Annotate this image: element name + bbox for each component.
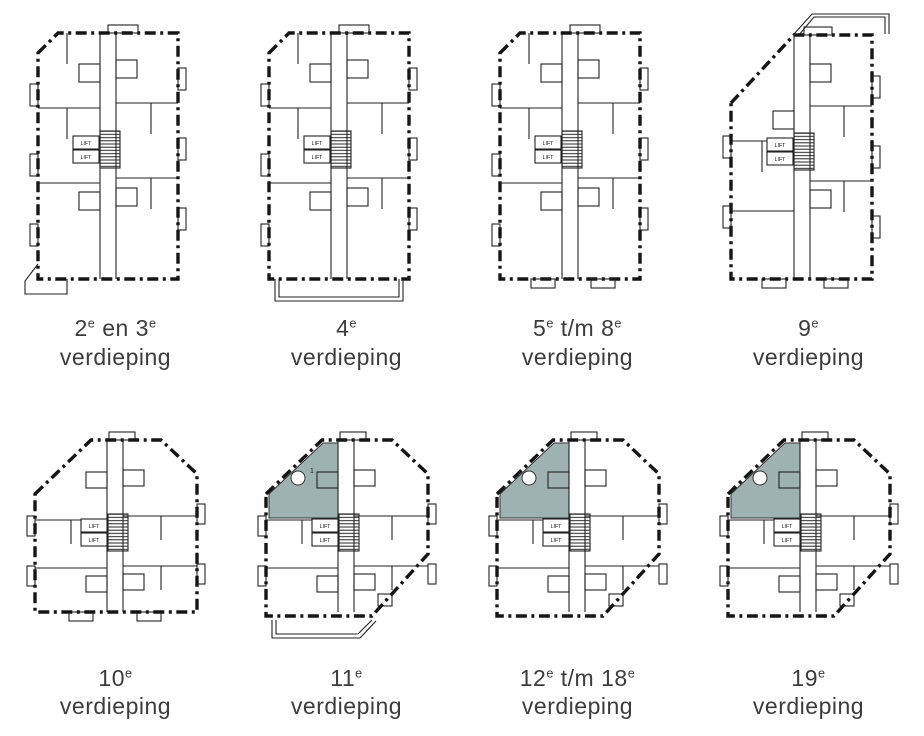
floor-plan-12e-18e: [473, 416, 683, 618]
ground-extension: [23, 263, 68, 295]
floor-plan-11e: 1: [242, 416, 452, 639]
terrace-outline: [270, 619, 376, 639]
floor-label: 2e en 3e verdieping: [60, 314, 171, 372]
floor-label-line1: 2e en 3e: [74, 315, 157, 341]
building-outline: [728, 33, 874, 281]
floor-cell-19: 19e verdieping: [693, 416, 924, 722]
floor-cell-9: 9e verdieping: [693, 6, 924, 372]
balcony-bumps: [529, 278, 616, 289]
floor-label-line2: verdieping: [752, 343, 865, 370]
floor-label-line2: verdieping: [752, 693, 865, 720]
floor-plan-4e: [242, 6, 452, 302]
balcony-bumps: [67, 610, 162, 622]
floor-label: 5e t/m 8e verdieping: [522, 314, 633, 372]
floor-label-line1: 11e: [330, 664, 363, 691]
floor-label-line2: verdieping: [521, 343, 634, 370]
floor-plan-10e: [11, 416, 221, 622]
floor-label-line1: 10e: [98, 664, 133, 691]
floor-cell-4: 4e verdieping: [231, 6, 462, 372]
floor-label: 9e verdieping: [753, 314, 864, 372]
floor-label-line2: verdieping: [290, 343, 403, 370]
floor-label-line2: verdieping: [59, 343, 172, 370]
floor-plan-2e-3e: [23, 6, 221, 295]
floor-label: 11e verdieping: [291, 664, 402, 722]
floor-label-line2: verdieping: [521, 693, 634, 720]
balcony-box: [838, 592, 855, 607]
roof-terrace-outline: [793, 13, 890, 37]
floor-label-line2: verdieping: [290, 693, 403, 720]
interior-walls: [721, 13, 890, 289]
floor-plan-5e-8e: [473, 6, 683, 289]
floor-plan-9e: [721, 13, 890, 289]
balcony-box: [607, 592, 624, 607]
floor-cell-12-18: 12e t/m 18e verdieping: [462, 416, 693, 722]
floor-cell-10: 10e verdieping: [0, 416, 231, 722]
unit-mark: 1: [310, 468, 314, 475]
floor-label: 19e verdieping: [753, 664, 864, 722]
floor-label-line1: 12e t/m 18e: [519, 664, 636, 691]
floor-label-line1: 4e: [336, 315, 357, 341]
floor-label-line1: 9e: [798, 315, 819, 341]
floor-cell-2-3: 2e en 3e verdieping: [0, 6, 231, 372]
floor-label-line2: verdieping: [59, 693, 172, 720]
floor-label: 12e t/m 18e verdieping: [520, 664, 635, 722]
floor-plan-19e: [704, 416, 914, 618]
floor-cell-5-8: 5e t/m 8e verdieping: [462, 6, 693, 372]
floor-label-line1: 5e t/m 8e: [533, 315, 622, 341]
floor-label-line1: 19e: [791, 664, 826, 691]
floor-plans-grid: 2e en 3e verdieping 4e verdieping 5e t/m…: [0, 6, 924, 722]
floor-label: 10e verdieping: [60, 664, 171, 722]
floor-cell-11: 1 11e verdieping: [231, 416, 462, 722]
floor-label: 4e verdieping: [291, 314, 402, 372]
balcony-box: [376, 592, 393, 607]
terrace-outline: [273, 279, 404, 302]
